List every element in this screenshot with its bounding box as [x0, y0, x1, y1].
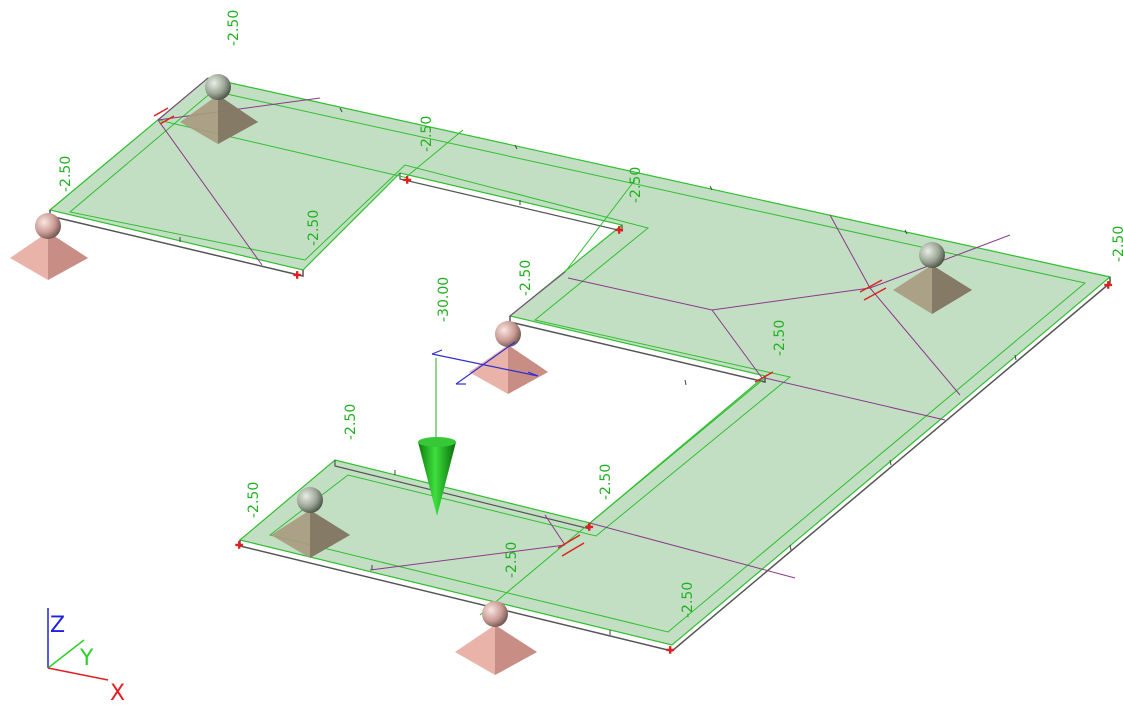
- support-ball: [495, 321, 521, 347]
- point-load[interactable]: -30.00: [418, 277, 456, 516]
- slab-load-label: -2.50: [58, 156, 74, 192]
- slab-load-labels: -2.50 -2.50 -2.50 -2.50 -2.50 -2.50 -2.5…: [58, 10, 1123, 618]
- support-ball: [35, 213, 61, 239]
- slab-load-label: -2.50: [772, 320, 788, 356]
- svg-text:+: +: [1104, 280, 1112, 291]
- slab-load-label: -2.50: [598, 464, 614, 500]
- svg-text:+: +: [585, 522, 593, 533]
- svg-text:+: +: [615, 225, 623, 236]
- axis-triad: Z Y X: [47, 608, 125, 706]
- svg-text:+: +: [403, 175, 411, 186]
- support[interactable]: [469, 321, 548, 394]
- support-pyramid-face: [218, 95, 258, 144]
- slab-top-face[interactable]: [48, 77, 1112, 646]
- panel-division: [404, 129, 464, 179]
- support[interactable]: [893, 242, 972, 314]
- point-load-arrowhead-top: [418, 437, 456, 447]
- slab-load-label: -2.50: [246, 482, 262, 518]
- support-pyramid-face: [48, 232, 88, 280]
- support[interactable]: [455, 601, 537, 675]
- slab[interactable]: + + + + + + +: [48, 77, 1113, 657]
- axis-y-label: Y: [79, 646, 94, 671]
- support-ball: [919, 242, 945, 268]
- svg-text:+: +: [293, 270, 301, 281]
- support-pyramid-face: [932, 265, 972, 314]
- panel-division: [479, 522, 591, 616]
- slab-load-label: -2.50: [518, 260, 534, 296]
- svg-text:+: +: [666, 645, 674, 656]
- axis-y-line: [47, 639, 85, 669]
- slab-edge-thickness: [334, 460, 591, 530]
- slab-edge-thickness: [509, 316, 766, 383]
- axis-x-label: X: [110, 681, 125, 705]
- slab-load-label: -2.50: [680, 582, 696, 618]
- slab-load-label: -2.50: [306, 210, 322, 246]
- support-pyramid-face: [495, 625, 537, 675]
- yield-lines: [157, 77, 1011, 579]
- slab-load-label: -2.50: [1111, 226, 1123, 262]
- slab-load-label: -2.50: [343, 404, 359, 440]
- support[interactable]: [10, 213, 88, 280]
- point-load-value: -30.00: [436, 277, 452, 322]
- support-pyramid-face: [508, 345, 548, 394]
- local-axis-glyph: [431, 341, 539, 385]
- support-ball: [297, 487, 323, 513]
- slab-load-label: -2.50: [419, 116, 435, 152]
- panel-division: [589, 377, 766, 524]
- slab-load-label: -2.50: [226, 10, 242, 46]
- support-ball: [205, 74, 231, 100]
- corner-markers: + + + + + + +: [153, 107, 1113, 657]
- axis-x-line: [47, 667, 109, 681]
- slab-inner-outline: [68, 90, 1087, 633]
- slab-load-label: -2.50: [504, 542, 520, 578]
- slab-load-label: -2.50: [628, 167, 644, 203]
- panel-division: [564, 179, 636, 273]
- support[interactable]: [180, 74, 258, 144]
- slab-edge-thickness: [49, 210, 304, 277]
- axis-z-label: Z: [50, 613, 65, 638]
- point-load-arrowhead: [418, 442, 456, 516]
- slab-edge-thickness: [239, 277, 1111, 652]
- support-pyramid-face: [310, 510, 350, 558]
- svg-text:+: +: [235, 540, 243, 551]
- support[interactable]: [271, 487, 350, 558]
- support-ball: [482, 601, 508, 627]
